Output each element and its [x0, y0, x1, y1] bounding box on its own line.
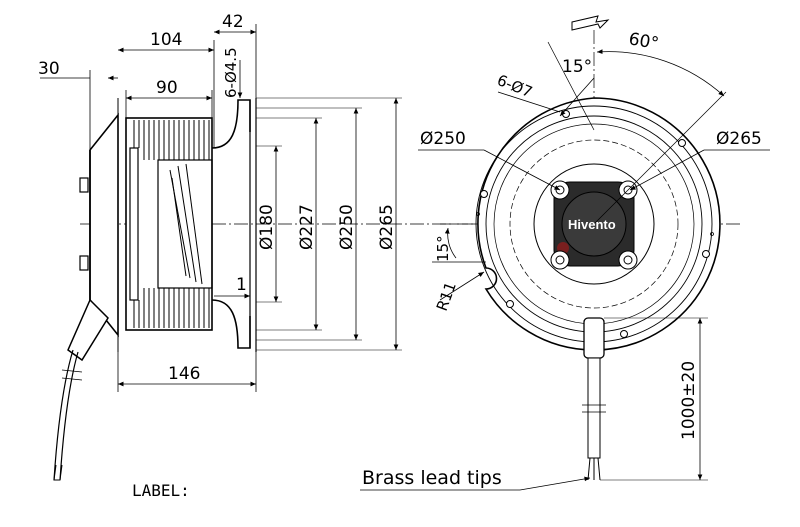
small-ticks	[476, 212, 714, 236]
motor-ring	[533, 163, 655, 285]
dim-6xd4-5: 6-Ø4.5	[222, 47, 240, 98]
brand-logo: Hivento	[568, 217, 616, 232]
mount-stud-top	[79, 177, 89, 193]
side-view-labels: 30 104 42 90 6-Ø4.5 Ø180 Ø227 Ø250 Ø265 …	[38, 12, 397, 384]
dim-30: 30	[38, 59, 60, 79]
dim-15-top: 15°	[562, 57, 592, 77]
dim-cable-length: 1000±20	[679, 361, 699, 440]
notes: LABEL: Brass lead tips	[132, 467, 502, 500]
dim-60: 60°	[627, 29, 660, 54]
rotation-arrow	[571, 15, 610, 31]
hub	[157, 159, 213, 289]
motor-cone	[89, 112, 119, 338]
cable	[587, 357, 601, 459]
dim-r11: R11	[433, 279, 460, 313]
bolt-circle	[509, 139, 679, 309]
dim-1: 1	[236, 275, 247, 295]
impeller-blades	[133, 120, 210, 328]
cable-gland-front	[583, 317, 605, 359]
inlet-ring-bottom	[211, 299, 251, 349]
cable-gland	[67, 298, 109, 362]
dim-d250: Ø250	[337, 204, 357, 250]
dim-42: 42	[222, 12, 244, 32]
dim-d265: Ø265	[377, 204, 397, 250]
front-view	[360, 15, 770, 491]
dim-d180: Ø180	[257, 204, 277, 250]
side-view	[40, 24, 480, 481]
dim-6xd7: 6-Ø7	[495, 71, 535, 101]
brass-lead-note: Brass lead tips	[362, 467, 502, 489]
label-caption: LABEL:	[132, 481, 190, 500]
dim-15-side: 15°	[434, 235, 452, 262]
inlet-ring-top	[211, 99, 251, 149]
dim-front-d265: Ø265	[716, 129, 762, 149]
dim-104: 104	[150, 30, 182, 50]
dim-146: 146	[168, 364, 200, 384]
dim-d227: Ø227	[297, 204, 317, 250]
dim-front-d250: Ø250	[420, 129, 466, 149]
dim-90: 90	[156, 78, 178, 98]
mount-stud-bottom	[79, 255, 89, 271]
